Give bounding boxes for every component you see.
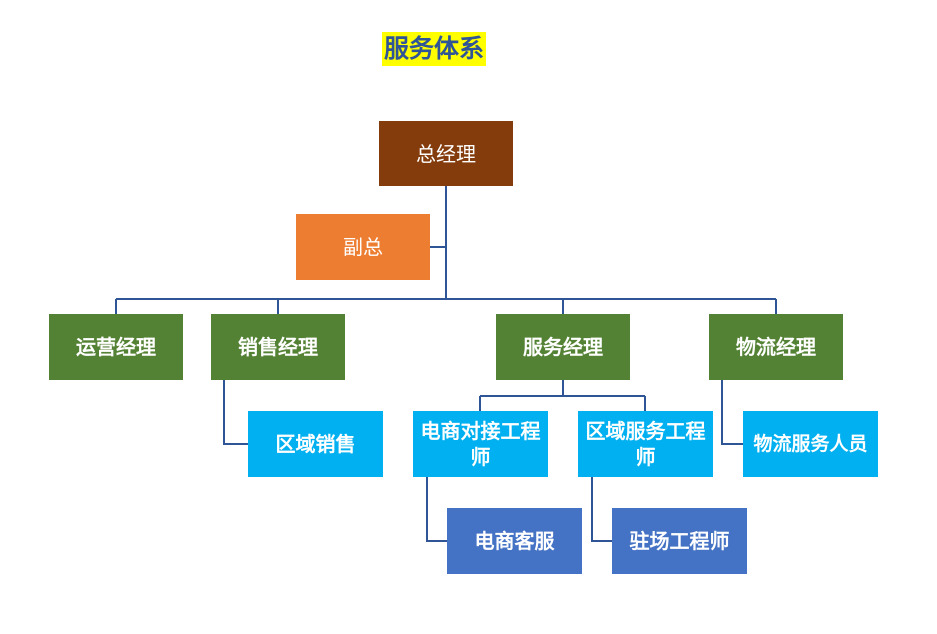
node-onsite-engineer-label: 驻场工程师 — [629, 529, 730, 553]
connector-logistics-staff — [721, 380, 743, 445]
node-ecom-cs-label: 电商客服 — [474, 529, 555, 553]
node-service-manager: 服务经理 — [496, 314, 630, 380]
node-sales-manager-label: 销售经理 — [238, 335, 318, 359]
node-deputy: 副总 — [296, 214, 430, 280]
node-regional-sales-label: 区域销售 — [275, 432, 356, 456]
node-regional-service: 区域服务工程师 — [578, 411, 713, 477]
diagram-title: 服务体系 — [382, 32, 487, 66]
connector-ecom-cs — [426, 476, 447, 542]
node-sales-manager: 销售经理 — [211, 314, 345, 380]
node-general-manager-label: 总经理 — [416, 141, 476, 166]
node-deputy-label: 副总 — [343, 235, 383, 259]
node-service-manager-label: 服务经理 — [523, 335, 603, 359]
node-ops-manager: 运营经理 — [49, 314, 183, 380]
node-logistics-manager-label: 物流经理 — [736, 335, 816, 359]
node-ops-manager-label: 运营经理 — [76, 335, 156, 359]
node-general-manager: 总经理 — [379, 121, 513, 186]
node-regional-sales: 区域销售 — [248, 411, 383, 477]
node-logistics-manager: 物流经理 — [709, 314, 843, 380]
node-regional-service-label: 区域服务工程师 — [585, 419, 706, 469]
node-ecom-liaison-label: 电商对接工程师 — [420, 419, 541, 469]
node-onsite-engineer: 驻场工程师 — [612, 508, 747, 574]
connector-regional-sales — [223, 380, 248, 445]
node-logistics-staff: 物流服务人员 — [743, 411, 878, 477]
node-ecom-cs: 电商客服 — [447, 508, 582, 574]
node-logistics-staff-label: 物流服务人员 — [753, 433, 868, 455]
node-ecom-liaison: 电商对接工程师 — [413, 411, 548, 477]
connector-onsite-engineer — [591, 476, 612, 542]
